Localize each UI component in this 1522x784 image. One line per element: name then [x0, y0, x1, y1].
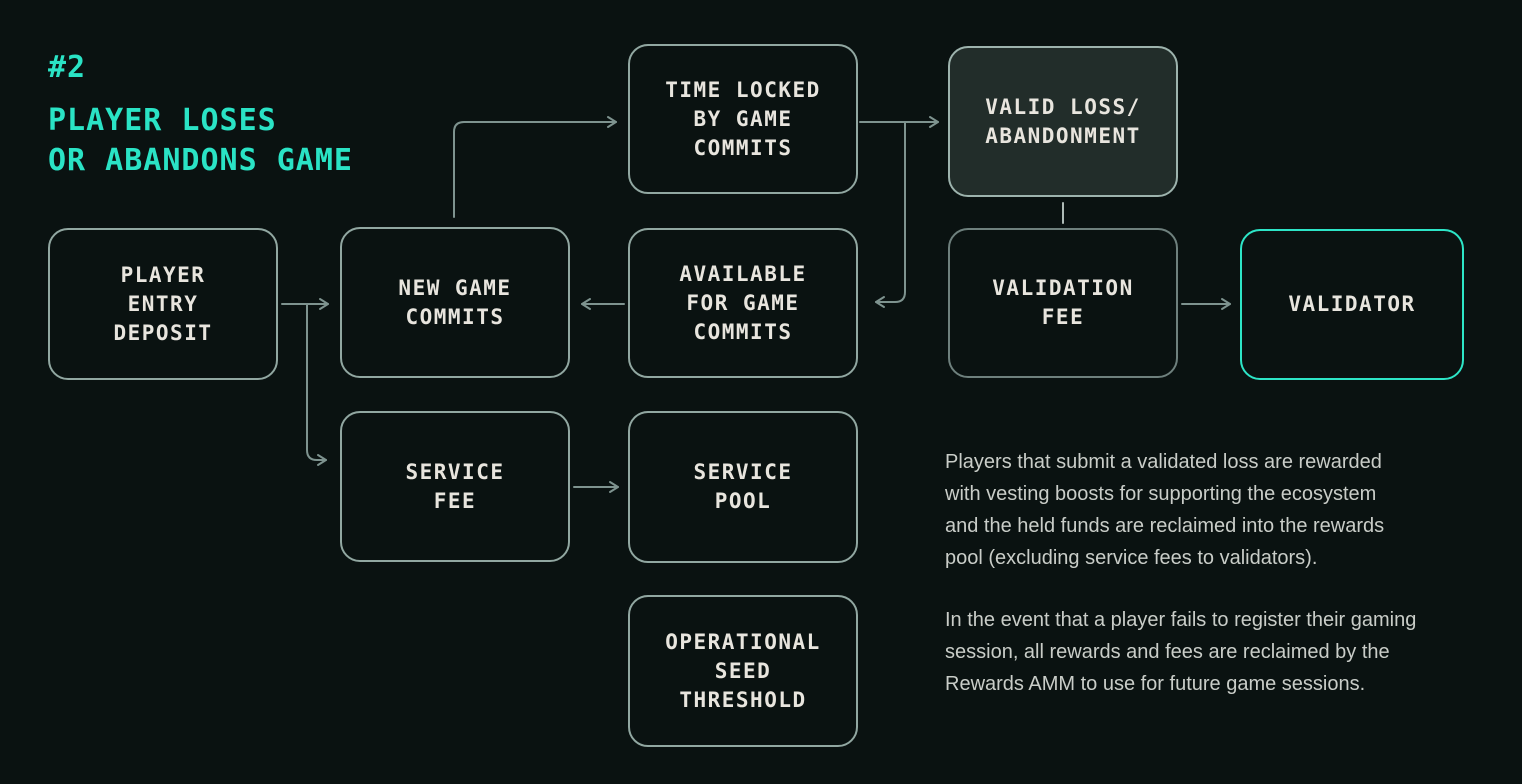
note-paragraph-2: In the event that a player fails to regi… [945, 609, 1417, 695]
box-label-available-for-game-commits: AVAILABLE FOR GAME COMMITS [679, 261, 807, 344]
box-label-validation-fee: VALIDATION FEE [992, 276, 1134, 329]
box-valid-loss-abandonment: VALID LOSS/ ABANDONMENT [948, 46, 1178, 197]
diagram-title: PLAYER LOSES OR ABANDONS GAME [48, 103, 353, 178]
box-label-validator: VALIDATOR [1288, 292, 1416, 316]
arrow-newgame-to-timelocked [453, 116, 617, 218]
note-paragraph-1: Players that submit a validated loss are… [945, 451, 1385, 569]
diagram-title-block: #2 PLAYER LOSES OR ABANDONS GAME [48, 50, 353, 181]
box-label-operational-seed-threshold: OPERATIONAL SEED THRESHOLD [665, 629, 821, 712]
arrow-entry-to-servicefee [306, 303, 327, 466]
box-validation-fee: VALIDATION FEE [948, 228, 1178, 378]
box-label-new-game-commits: NEW GAME COMMITS [398, 275, 512, 329]
box-label-player-entry-deposit: PLAYER ENTRY DEPOSIT [113, 262, 213, 345]
box-service-fee: SERVICE FEE [340, 411, 570, 562]
box-label-time-locked-by-game-commits: TIME LOCKED BY GAME COMMITS [665, 77, 821, 160]
arrow-branch-to-available [875, 121, 906, 308]
box-validator: VALIDATOR [1240, 229, 1464, 380]
box-player-entry-deposit: PLAYER ENTRY DEPOSIT [48, 228, 278, 380]
diagram-number: #2 [48, 50, 87, 85]
box-available-for-game-commits: AVAILABLE FOR GAME COMMITS [628, 228, 858, 378]
box-label-service-pool: SERVICE POOL [693, 460, 793, 513]
box-service-pool: SERVICE POOL [628, 411, 858, 563]
box-operational-seed-threshold: OPERATIONAL SEED THRESHOLD [628, 595, 858, 747]
box-time-locked-by-game-commits: TIME LOCKED BY GAME COMMITS [628, 44, 858, 194]
notes-panel: Players that submit a validated loss are… [945, 446, 1485, 730]
box-label-valid-loss-abandonment: VALID LOSS/ ABANDONMENT [985, 94, 1141, 148]
box-new-game-commits: NEW GAME COMMITS [340, 227, 570, 378]
box-label-service-fee: SERVICE FEE [405, 459, 505, 513]
